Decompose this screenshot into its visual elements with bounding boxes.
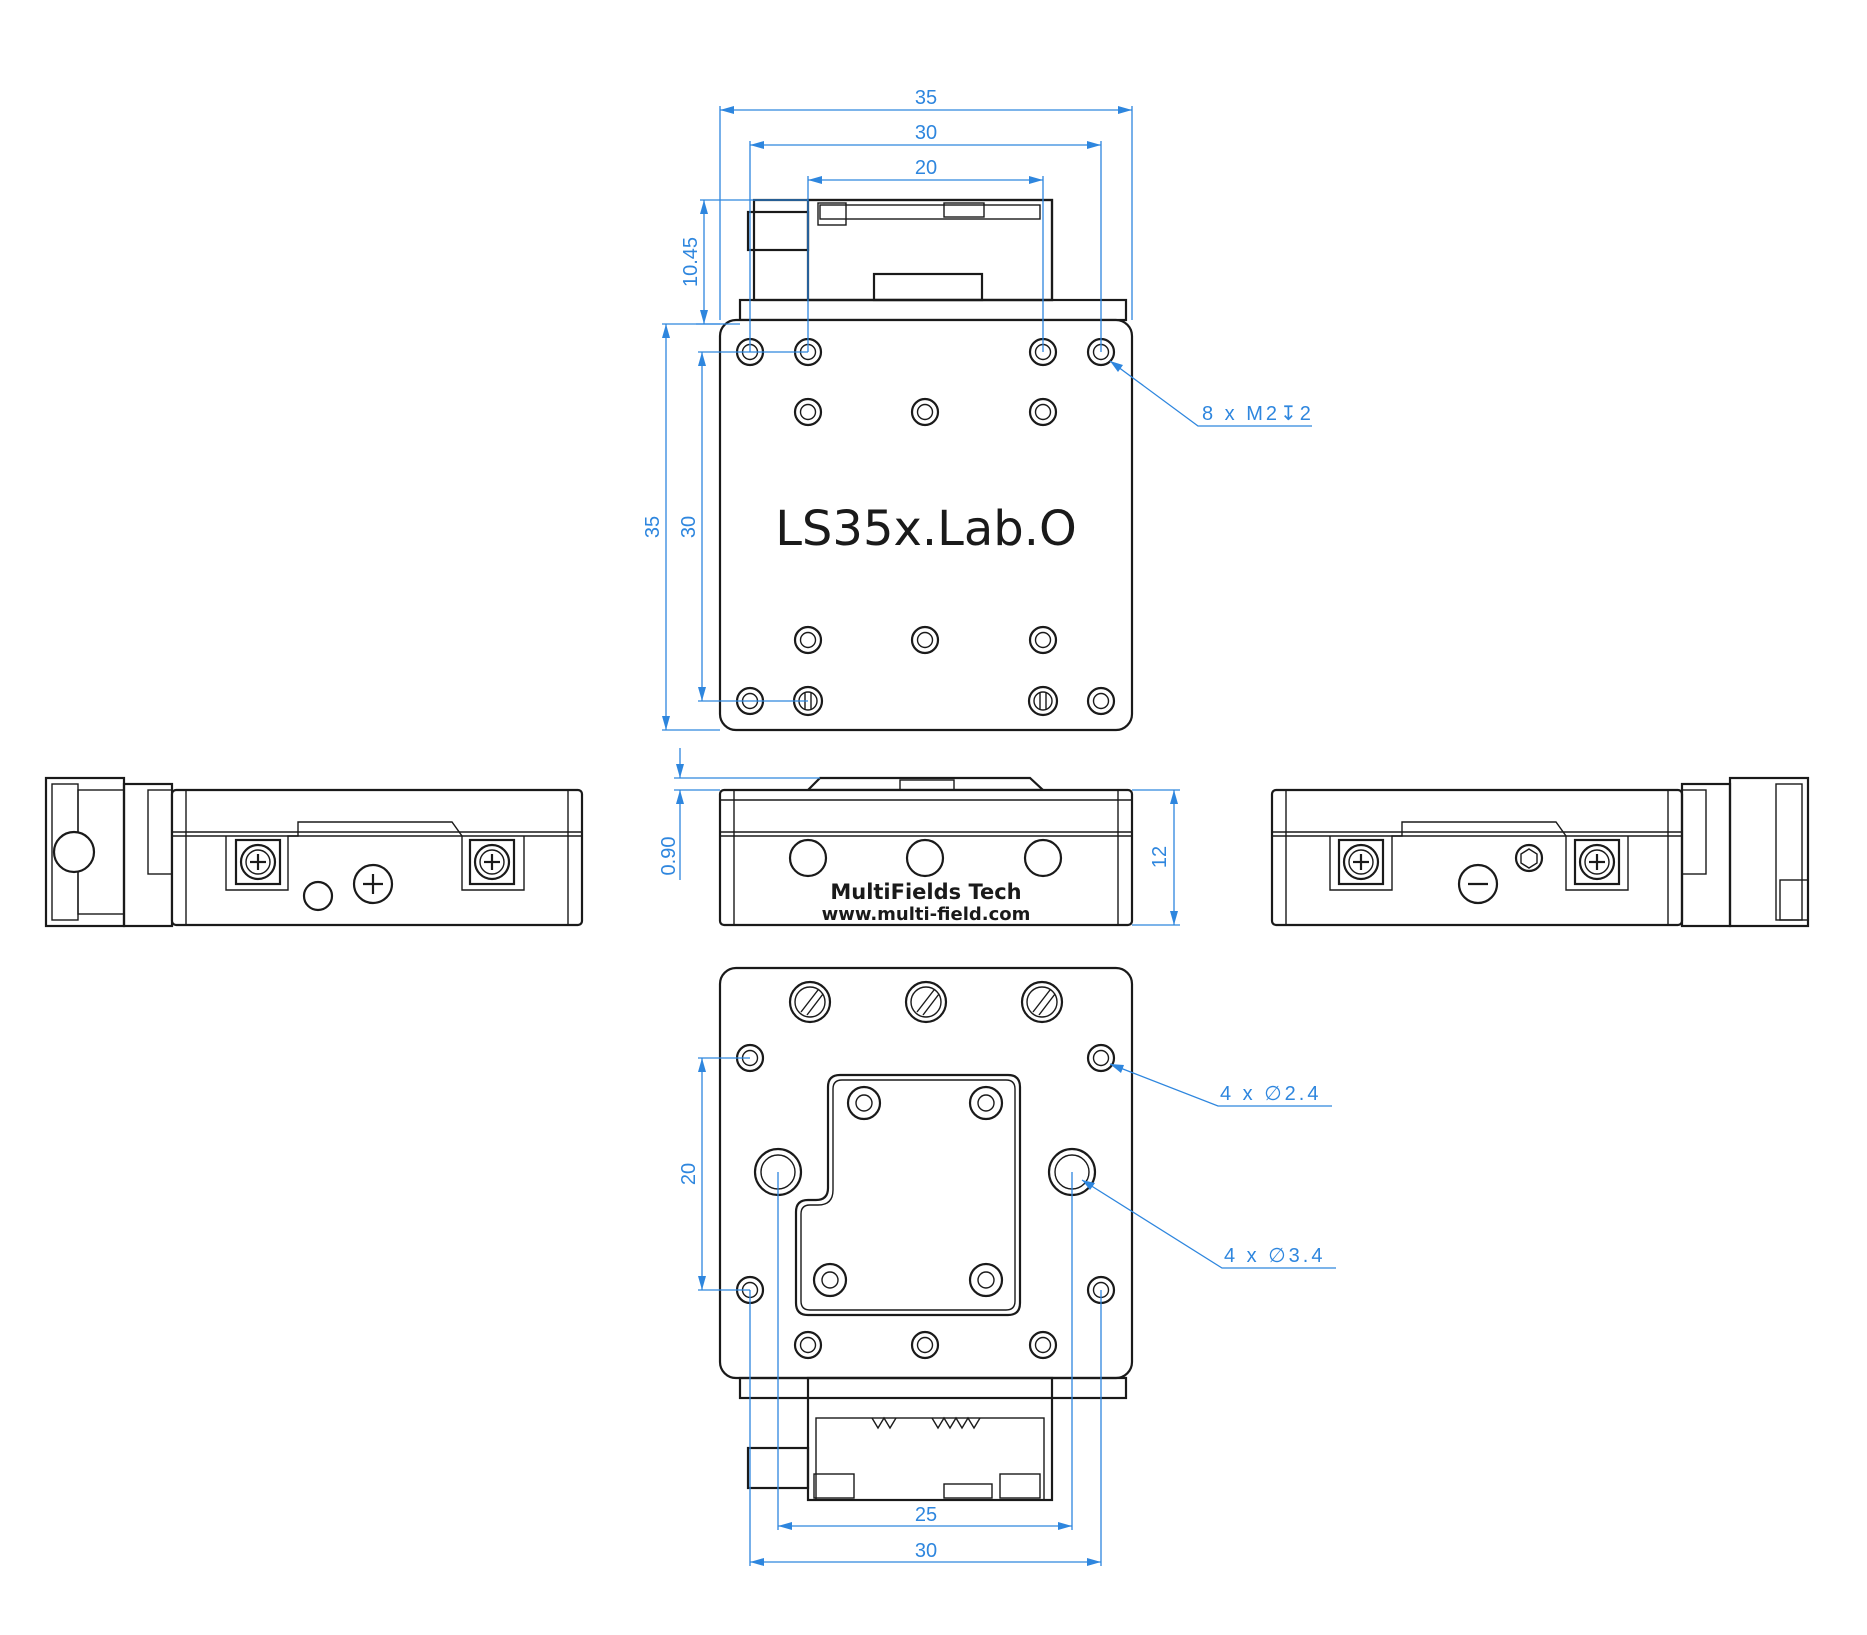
brand-url: www.multi-field.com (822, 904, 1031, 925)
dim-bottom-width-holes: 30 (915, 1540, 937, 1562)
bottom-motor-housing (806, 1376, 1054, 1502)
top-connector (746, 210, 810, 252)
bottom-view (718, 966, 1134, 1502)
front-view: MultiFields Tech www.multi-field.com (718, 776, 1134, 927)
top-view: LS35x.Lab.O (718, 198, 1134, 732)
bottom-view-dimensions: 20 25 30 4 x ∅2.4 4 x ∅3.4 (678, 1057, 1336, 1566)
left-body (170, 788, 584, 927)
callout-bottom-holes-large: 4 x ∅3.4 (1224, 1245, 1325, 1267)
dim-bottom-width-inner: 25 (915, 1504, 937, 1526)
dim-top-height-holes: 30 (678, 516, 700, 538)
callout-bottom-holes-small: 4 x ∅2.4 (1220, 1083, 1321, 1105)
dim-side-offset: 0.90 (658, 837, 680, 876)
dim-top-width-motor: 20 (915, 157, 937, 179)
callout-top-holes: 8 x M2↧2 (1202, 403, 1314, 425)
polarity-plus-icon (352, 863, 394, 905)
right-body (1270, 788, 1684, 927)
right-side-view (1270, 776, 1810, 928)
dim-top-width-holes: 30 (915, 122, 937, 144)
dim-side-height: 12 (1149, 846, 1171, 868)
front-view-dimensions: 0.90 12 (658, 748, 1180, 926)
left-side-view (44, 776, 584, 928)
top-view-dimensions: 35 30 20 10.45 35 30 8 x M2↧2 (642, 87, 1314, 731)
right-motor (1728, 776, 1810, 928)
polarity-minus-icon (1457, 863, 1499, 905)
dim-bottom-hole-spacing: 20 (678, 1163, 700, 1185)
brand-name: MultiFields Tech (830, 880, 1021, 904)
dim-motor-protrusion: 10.45 (680, 237, 702, 287)
dim-top-height-overall: 35 (642, 516, 664, 538)
top-plate (718, 318, 1134, 732)
model-label: LS35x.Lab.O (775, 501, 1077, 557)
dim-top-width-overall: 35 (915, 87, 937, 109)
